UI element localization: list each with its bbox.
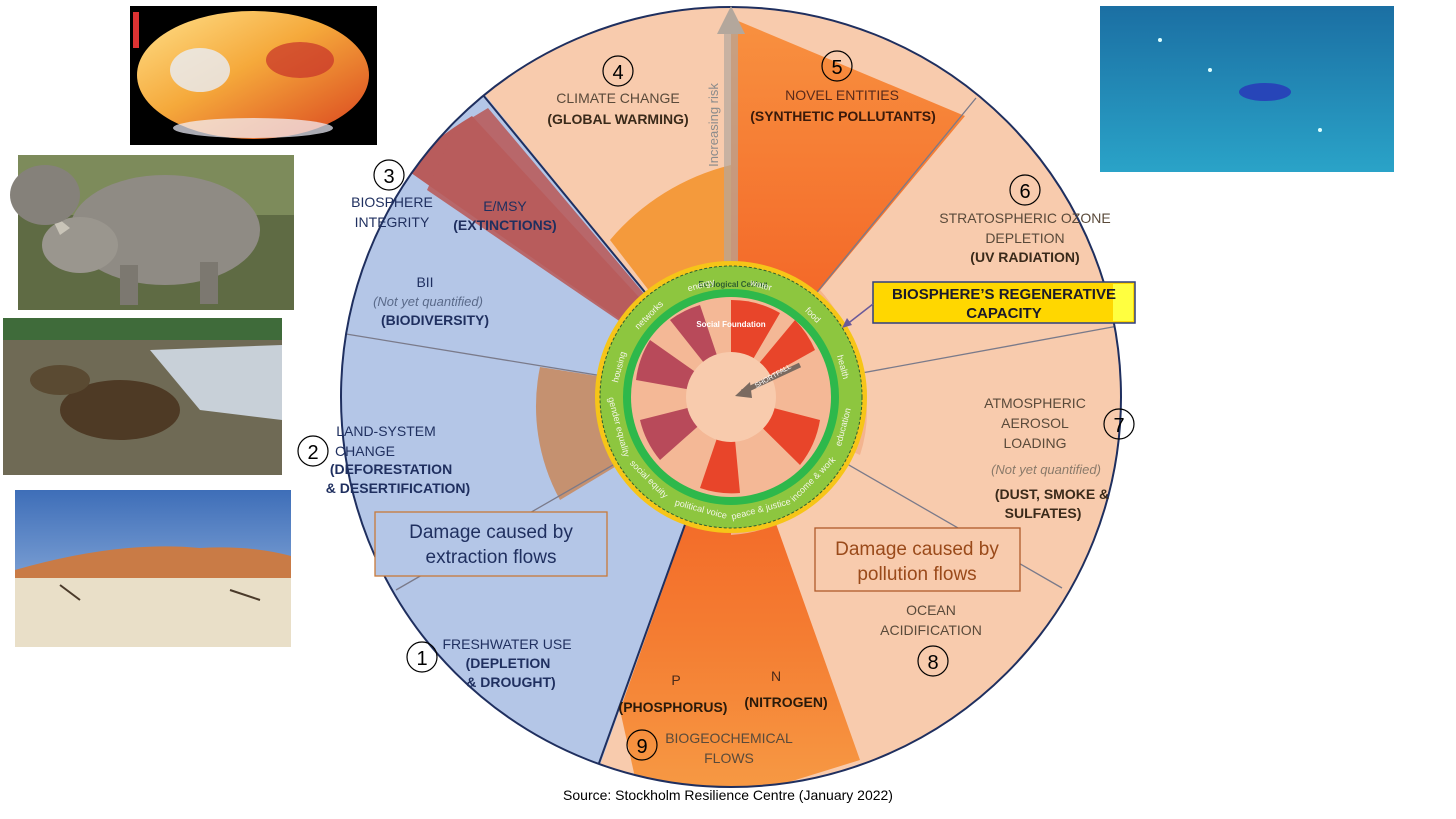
boundary-name: DEPLETION bbox=[985, 230, 1064, 246]
pollution-flows-box: Damage caused by pollution flows bbox=[814, 527, 1021, 592]
bii-sub: (BIODIVERSITY) bbox=[381, 312, 489, 328]
boundary-name: INTEGRITY bbox=[355, 214, 430, 230]
boundary-aerosol: 7 ATMOSPHERIC AEROSOL LOADING (Not yet q… bbox=[984, 395, 1135, 521]
boundary-sub: (DEPLETION bbox=[466, 655, 551, 671]
extraction-box-line2: extraction flows bbox=[426, 547, 557, 568]
boundary-name: OCEAN bbox=[906, 602, 956, 618]
boundary-biosphere: 3 BIOSPHERE INTEGRITY E/MSY (EXTINCTIONS… bbox=[351, 159, 557, 328]
boundary-number: 1 bbox=[416, 648, 427, 670]
boundary-name: FRESHWATER USE bbox=[442, 636, 571, 652]
rhino-photo bbox=[10, 155, 294, 310]
doughnut-core bbox=[595, 261, 867, 533]
boundary-number: 6 bbox=[1019, 181, 1030, 203]
boundary-note: (Not yet quantified) bbox=[991, 462, 1101, 477]
boundary-sub: SULFATES) bbox=[1005, 505, 1082, 521]
foundation-label: Social Foundation bbox=[696, 320, 765, 329]
source-caption: Source: Stockholm Resilience Centre (Jan… bbox=[563, 787, 893, 803]
pollution-box-line2: pollution flows bbox=[857, 564, 976, 585]
boundary-name: AEROSOL bbox=[1001, 415, 1069, 431]
boundary-name: BIOSPHERE bbox=[351, 194, 433, 210]
extraction-box-line1: Damage caused by bbox=[409, 522, 573, 543]
nitrogen-sub: (NITROGEN) bbox=[744, 694, 827, 710]
phosphorus-sub: (PHOSPHORUS) bbox=[619, 699, 728, 715]
emsy-sub: (EXTINCTIONS) bbox=[453, 217, 556, 233]
boundary-number: 3 bbox=[383, 166, 394, 188]
regenerative-callout-line1: BIOSPHERE’S REGENERATIVE bbox=[892, 286, 1116, 303]
boundary-name: LAND-SYSTEM bbox=[336, 423, 436, 439]
boundary-novel-entities: 5 NOVEL ENTITIES (SYNTHETIC POLLUTANTS) bbox=[750, 50, 936, 124]
boundary-biogeochemical: P (PHOSPHORUS) N (NITROGEN) 9 BIOGEOCHEM… bbox=[619, 668, 828, 766]
boundary-number: 9 bbox=[636, 736, 647, 758]
emsy-label: E/MSY bbox=[483, 198, 527, 214]
boundary-number: 7 bbox=[1113, 415, 1124, 437]
boundary-sub: & DESERTIFICATION) bbox=[326, 480, 470, 496]
regenerative-callout: BIOSPHERE’S REGENERATIVE CAPACITY bbox=[842, 281, 1136, 328]
boundary-name: NOVEL ENTITIES bbox=[785, 87, 899, 103]
boundary-number: 5 bbox=[831, 57, 842, 79]
boundary-name: LOADING bbox=[1003, 435, 1066, 451]
ceiling-label: Ecological Ceiling bbox=[699, 280, 768, 289]
pollution-box-line1: Damage caused by bbox=[835, 539, 999, 560]
bii-note: (Not yet quantified) bbox=[373, 294, 483, 309]
boundary-ozone: 6 STRATOSPHERIC OZONE DEPLETION (UV RADI… bbox=[939, 174, 1111, 265]
boundary-number: 8 bbox=[927, 652, 938, 674]
phosphorus-label: P bbox=[671, 672, 680, 688]
boundary-climate: 4 CLIMATE CHANGE (GLOBAL WARMING) bbox=[547, 55, 689, 127]
boundary-name: FLOWS bbox=[704, 750, 754, 766]
boundary-land-system: 2 LAND-SYSTEM CHANGE (DEFORESTATION & DE… bbox=[297, 423, 470, 496]
boundary-number: 4 bbox=[612, 62, 623, 84]
boundary-name: CLIMATE CHANGE bbox=[556, 90, 679, 106]
boundary-wheel bbox=[340, 6, 1122, 788]
boundary-ocean: OCEAN ACIDIFICATION 8 bbox=[880, 602, 982, 677]
boundary-sub: (UV RADIATION) bbox=[970, 249, 1079, 265]
boundary-sub: (DUST, SMOKE & bbox=[995, 486, 1109, 502]
extraction-flows-box: Damage caused by extraction flows bbox=[374, 511, 608, 577]
regenerative-callout-line2: CAPACITY bbox=[966, 305, 1042, 322]
desert-photo bbox=[15, 490, 291, 647]
boundary-sub: (DEFORESTATION bbox=[330, 461, 452, 477]
boundary-name: ACIDIFICATION bbox=[880, 622, 982, 638]
boundary-sub: (SYNTHETIC POLLUTANTS) bbox=[750, 108, 936, 124]
boundary-name: STRATOSPHERIC OZONE bbox=[939, 210, 1110, 226]
deforestation-photo bbox=[3, 318, 282, 475]
boundary-freshwater: 1 FRESHWATER USE (DEPLETION & DROUGHT) bbox=[406, 636, 572, 690]
boundary-name: ATMOSPHERIC bbox=[984, 395, 1086, 411]
boundary-number: 2 bbox=[307, 442, 318, 464]
bii-label: BII bbox=[416, 274, 433, 290]
nitrogen-label: N bbox=[771, 668, 781, 684]
boundary-sub: & DROUGHT) bbox=[466, 674, 555, 690]
ocean-plastic-photo bbox=[1100, 6, 1394, 172]
boundary-sub: (GLOBAL WARMING) bbox=[547, 111, 688, 127]
heat-map-photo bbox=[130, 6, 377, 145]
risk-arrow-label: Increasing risk bbox=[706, 83, 721, 167]
boundary-name: BIOGEOCHEMICAL bbox=[665, 730, 793, 746]
boundary-name: CHANGE bbox=[335, 443, 395, 459]
